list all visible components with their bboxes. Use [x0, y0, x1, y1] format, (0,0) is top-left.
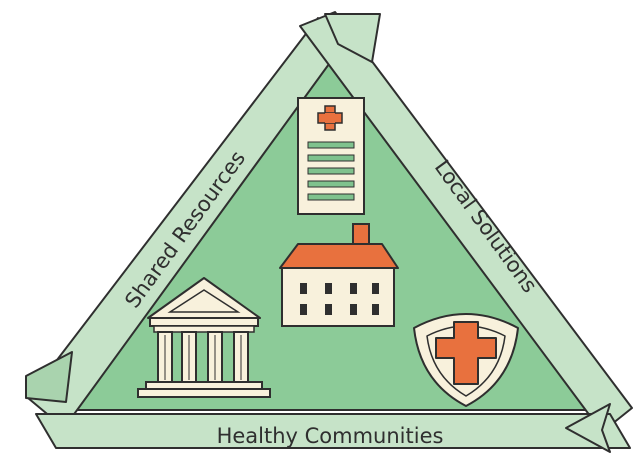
courthouse-icon [137, 277, 271, 398]
label-healthy-communities: Healthy Communities [217, 424, 444, 448]
health-shield-icon [413, 313, 519, 407]
ribbon-bottom [35, 403, 631, 453]
clinic-building-icon [279, 223, 399, 327]
ribbon-right [299, 11, 633, 433]
medical-clipboard-icon [297, 97, 365, 215]
